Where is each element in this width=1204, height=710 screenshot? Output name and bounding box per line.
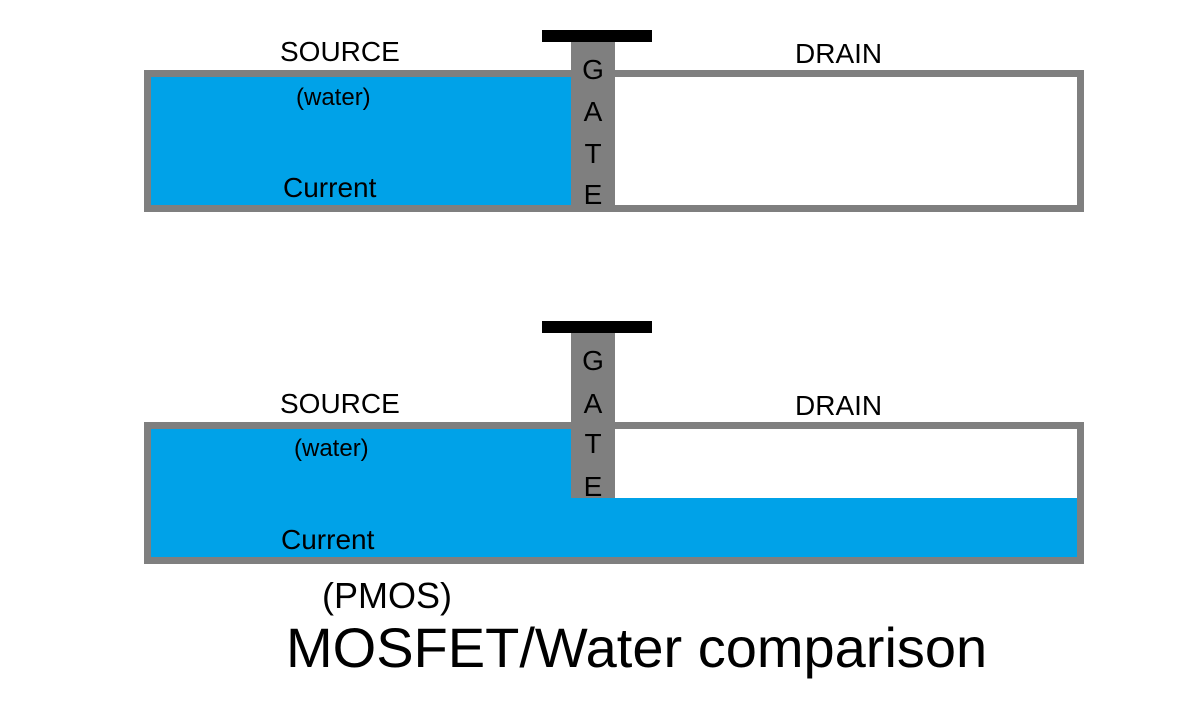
- bottom-gate-letter-t: T: [584, 428, 602, 459]
- bottom-drain-label: DRAIN: [795, 390, 883, 421]
- bottom-gate-cap: [542, 321, 652, 333]
- bottom-channel-water: [571, 498, 1077, 557]
- bottom-source-water: [151, 429, 571, 557]
- subtitle-pmos: (PMOS): [322, 575, 452, 616]
- bottom-gate-letter-g: G: [582, 345, 604, 376]
- top-gate-letter-t: T: [584, 138, 602, 169]
- top-drain-label: DRAIN: [795, 38, 883, 69]
- bottom-current-label: Current: [281, 524, 375, 555]
- top-gate-letter-g: G: [582, 54, 604, 85]
- top-gate-letter-a: A: [583, 96, 603, 127]
- top-source-label: SOURCE: [280, 36, 400, 67]
- top-gate-letter-e: E: [583, 179, 603, 210]
- bottom-gate: [571, 332, 615, 498]
- top-current-label: Current: [283, 172, 377, 203]
- top-water-label: (water): [296, 84, 371, 111]
- top-gate-cap: [542, 30, 652, 42]
- bottom-water-label: (water): [294, 435, 369, 462]
- top-source-water: [151, 77, 571, 205]
- bottom-source-label: SOURCE: [280, 388, 400, 419]
- bottom-gate-letter-e: E: [583, 471, 603, 502]
- top-gate: [571, 38, 615, 205]
- page-title: MOSFET/Water comparison: [286, 616, 988, 679]
- bottom-gate-letter-a: A: [583, 388, 603, 419]
